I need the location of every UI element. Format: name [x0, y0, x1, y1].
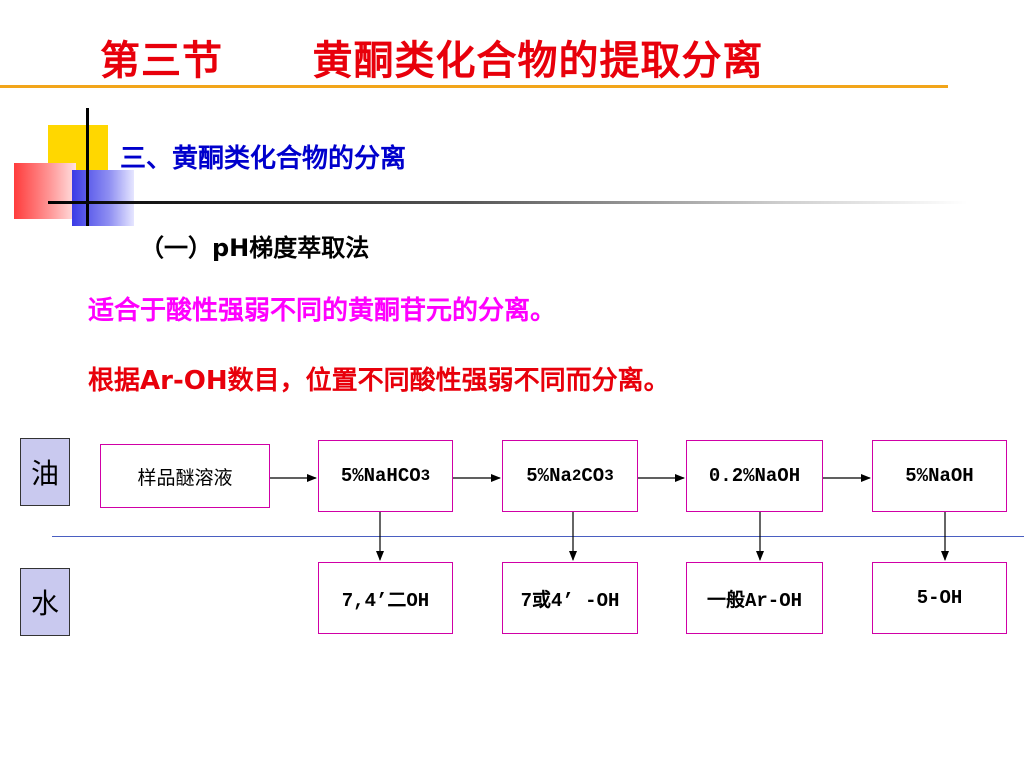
- water-phase-label: 水: [20, 568, 70, 636]
- reagent-text: 5%Na: [526, 465, 572, 487]
- reagent-subscript: 3: [420, 467, 431, 485]
- reagent-subscript: 3: [604, 467, 614, 485]
- slide-title: 第三节 黄酮类化合物的提取分离: [100, 38, 764, 84]
- subsection-heading: （一）pH梯度萃取法: [140, 234, 370, 262]
- reagent-text: CO: [581, 465, 605, 487]
- reagent-box-5-naoh: 5%NaOH: [872, 440, 1007, 512]
- product-box-general-ar-oh: 一般Ar-OH: [686, 562, 823, 634]
- reagent-text: 0.2%NaOH: [708, 465, 801, 487]
- oil-phase-label: 油: [20, 438, 70, 506]
- phase-separator-line: [52, 536, 1024, 537]
- product-box-5-oh: 5-OH: [872, 562, 1007, 634]
- description-line-1: 适合于酸性强弱不同的黄酮苷元的分离。: [88, 296, 557, 326]
- product-box-7-or-4-oh: 7或4’ -OH: [502, 562, 638, 634]
- reagent-box-0.2-naoh: 0.2%NaOH: [686, 440, 823, 512]
- section-heading: 三、黄酮类化合物的分离: [120, 144, 407, 174]
- product-box-7-4-di-oh: 7,4’二OH: [318, 562, 453, 634]
- reagent-subscript: 2: [571, 467, 582, 485]
- title-rule: [0, 85, 948, 88]
- decor-red-square: [14, 163, 76, 219]
- reagent-text: 5%NaOH: [905, 465, 974, 487]
- description-line-2: 根据Ar-OH数目，位置不同酸性强弱不同而分离。: [88, 366, 670, 396]
- decor-horizontal-line: [48, 201, 968, 204]
- reagent-text: 5%NaHCO: [340, 465, 421, 487]
- decor-vertical-line: [86, 108, 89, 226]
- decor-blue-square: [72, 170, 134, 226]
- decor-yellow-square: [48, 125, 108, 170]
- sample-ether-solution-box: 样品醚溶液: [100, 444, 270, 508]
